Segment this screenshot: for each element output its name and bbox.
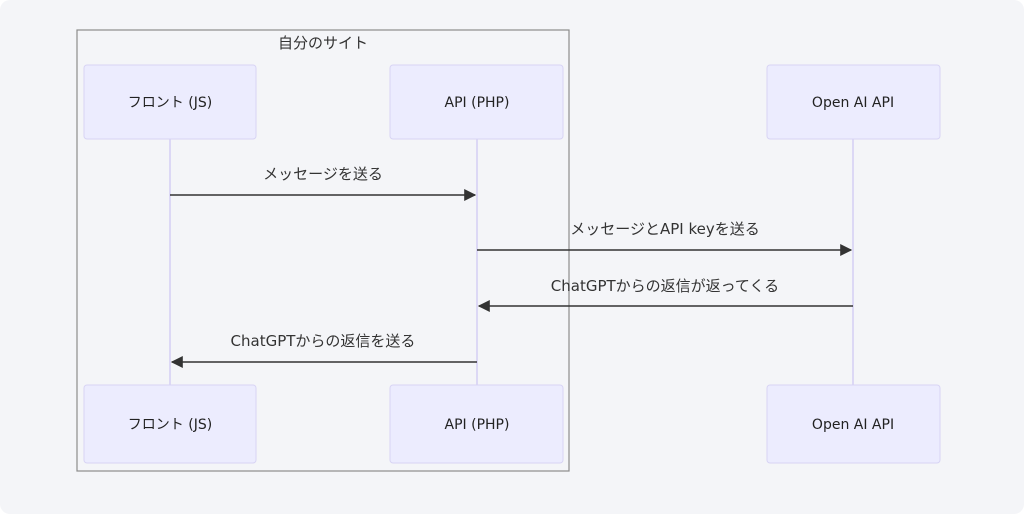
actor-api-top: API (PHP): [389, 64, 564, 140]
message-1: メッセージを送る: [170, 165, 477, 201]
actor-label: Open AI API: [812, 417, 894, 433]
group-label: 自分のサイト: [278, 34, 368, 52]
message-label: メッセージを送る: [263, 165, 383, 183]
message-4: ChatGPTからの返信を送る: [170, 332, 477, 368]
message-label: ChatGPTからの返信が返ってくる: [551, 277, 779, 295]
actor-api-bottom: API (PHP): [389, 384, 564, 464]
actor-front-bottom: フロント (JS): [83, 384, 257, 464]
actor-label: API (PHP): [445, 95, 510, 111]
message-label: ChatGPTからの返信を送る: [231, 332, 416, 350]
message-2: メッセージとAPI keyを送る: [477, 220, 853, 256]
actor-front-top: フロント (JS): [83, 64, 257, 140]
message-label: メッセージとAPI keyを送る: [570, 220, 759, 238]
message-3: ChatGPTからの返信が返ってくる: [477, 277, 853, 312]
actor-openai-bottom: Open AI API: [766, 384, 941, 464]
actor-label: Open AI API: [812, 95, 894, 111]
actor-label: フロント (JS): [128, 417, 212, 433]
actor-label: API (PHP): [445, 417, 510, 433]
actor-openai-top: Open AI API: [766, 64, 941, 140]
actor-label: フロント (JS): [128, 95, 212, 111]
